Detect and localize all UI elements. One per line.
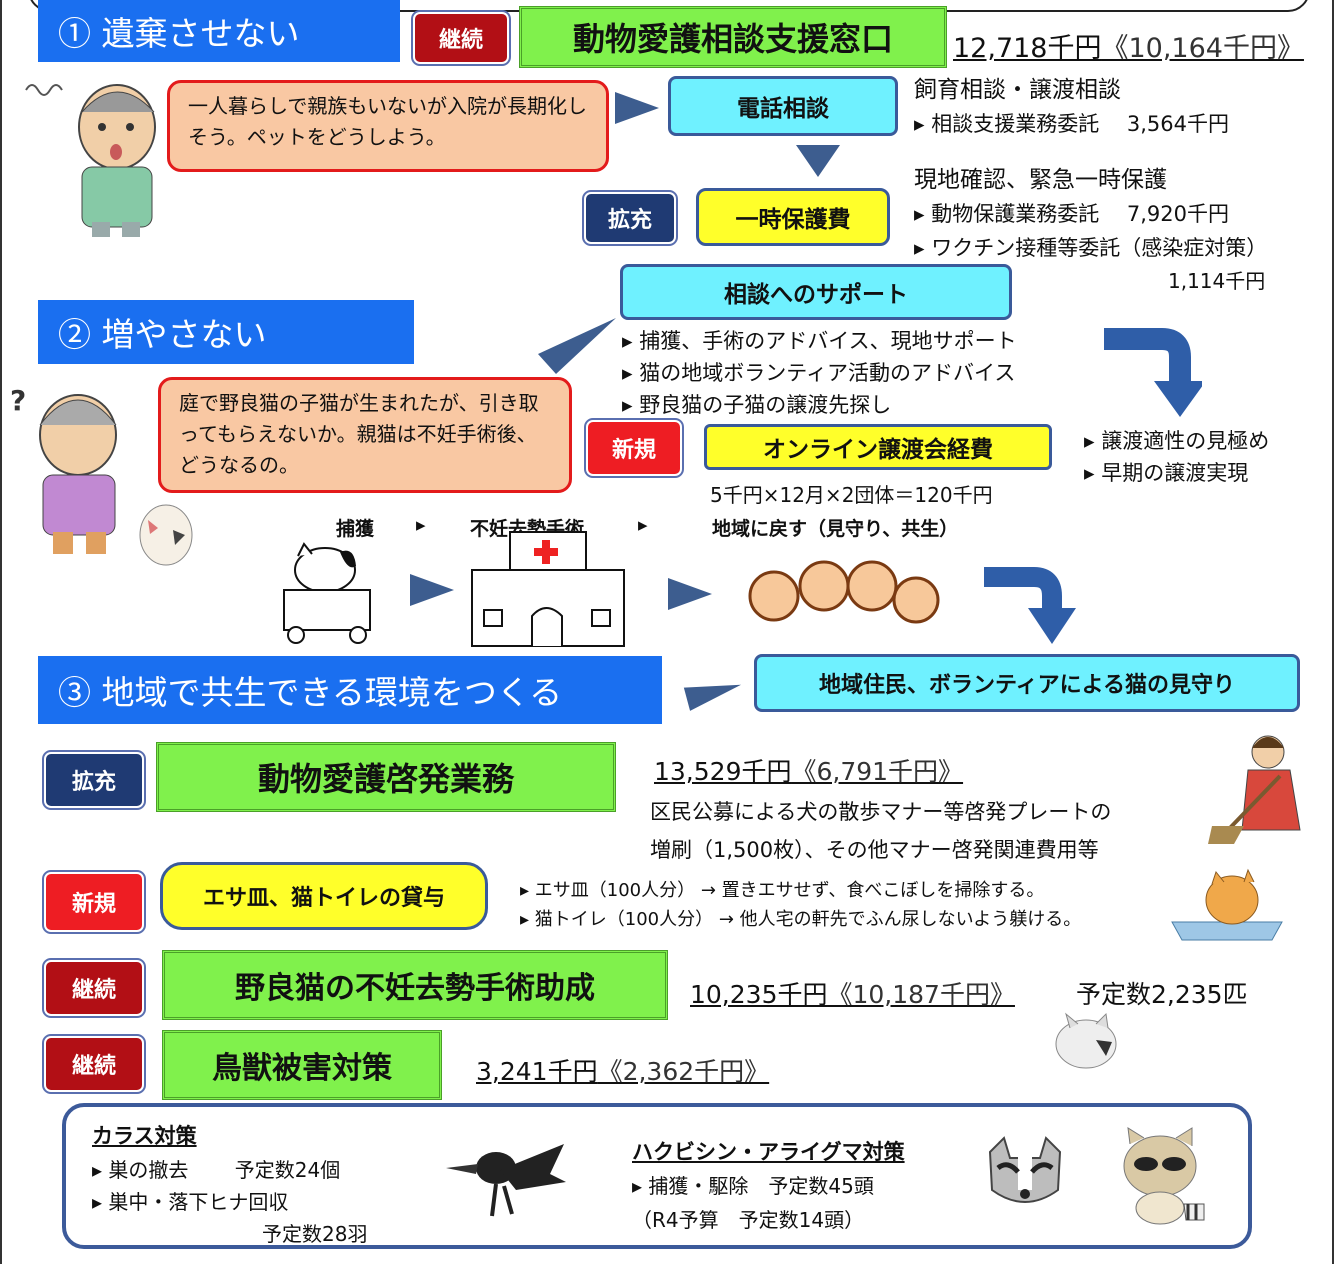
adoption-item: ▸ 早期の譲渡実現 xyxy=(1084,461,1249,485)
arrow-right-icon xyxy=(410,574,454,606)
education-amount: 13,529千円《6,791千円》 xyxy=(654,757,964,786)
right-border xyxy=(1332,0,1334,1264)
curved-arrow-down-icon xyxy=(1104,328,1202,417)
program-education: 動物愛護啓発業務 xyxy=(156,742,616,812)
support-item: ▸ 猫の地域ボランティア活動のアドバイス xyxy=(622,361,1016,385)
flow-capture: 捕獲 xyxy=(336,518,375,540)
shelter-item-1: ▸ 動物保護業務委託 7,920千円 xyxy=(914,202,1230,226)
speech-bubble-2: 庭で野良猫の子猫が生まれたが、引き取ってもらえないか。親猫は不妊手術後、どうなる… xyxy=(158,377,572,493)
shelter-item-2: ▸ ワクチン接種等委託（感染症対策） xyxy=(914,236,1268,260)
expand-badge: 拡充 xyxy=(582,190,678,246)
lending-box: エサ皿、猫トイレの貸与 xyxy=(160,862,488,930)
flow-return: 地域に戻す（見守り、共生） xyxy=(712,518,959,540)
consultation-amount: 12,718千円《10,164千円》 xyxy=(953,33,1304,64)
wildlife-detail-box xyxy=(62,1103,1252,1249)
arrow-down-icon xyxy=(796,145,840,177)
left-border xyxy=(0,0,2,1264)
continue-badge: 継続 xyxy=(42,1034,146,1094)
section2-title: ② 増やさない xyxy=(38,300,414,364)
cat-trap-icon xyxy=(283,542,371,644)
expand-badge: 拡充 xyxy=(42,750,146,810)
new-badge: 新規 xyxy=(42,870,146,934)
hakubi-item-1: ▸ 捕獲・駆除 予定数45頭 xyxy=(632,1174,874,1198)
flow-arrow-1: ▸ xyxy=(416,514,426,536)
new-badge: 新規 xyxy=(584,418,684,478)
support-item: ▸ 捕獲、手術のアドバイス、現地サポート xyxy=(622,329,1017,353)
adoption-list: ▸ 譲渡適性の見極め ▸ 早期の譲渡実現 xyxy=(1084,425,1269,489)
support-box: 相談へのサポート xyxy=(620,264,1012,320)
wildlife-amount: 3,241千円《2,362千円》 xyxy=(476,1057,770,1086)
raccoon-icon xyxy=(1123,1127,1205,1225)
section3-title: ③ 地域で共生できる環境をつくる xyxy=(38,656,662,724)
arrow-icon xyxy=(683,673,745,711)
spay-amount: 10,235千円《10,187千円》 xyxy=(690,980,1015,1009)
shelter-amount-2: 1,114千円 xyxy=(1168,269,1266,293)
svg-text:?: ? xyxy=(10,384,26,417)
crow-title: カラス対策 xyxy=(92,1124,197,1148)
flow-arrow-2: ▸ xyxy=(638,514,648,536)
education-desc-2: 増刷（1,500枚）、その他マナー啓発関連費用等 xyxy=(650,838,1099,862)
sweeping-woman-illustration xyxy=(1208,735,1301,844)
hospital-icon xyxy=(471,531,625,647)
spay-count: 予定数2,235匹 xyxy=(1076,980,1248,1009)
hakubi-item-2: （R4予算 予定数14頭） xyxy=(632,1208,865,1232)
continue-badge: 継続 xyxy=(411,10,511,66)
speech-bubble-1: 一人暮らしで親族もいないが入院が長期化しそう。ペットをどうしよう。 xyxy=(167,80,609,172)
community-watch-box: 地域住民、ボランティアによる猫の見守り xyxy=(754,654,1300,712)
people-faces-icon xyxy=(748,560,940,624)
support-list: ▸ 捕獲、手術のアドバイス、現地サポート ▸ 猫の地域ボランティア活動のアドバイ… xyxy=(622,325,1017,421)
elderly-woman-illustration: ? xyxy=(10,384,193,566)
section1-title: ① 遺棄させない xyxy=(38,0,400,62)
cat-icon xyxy=(1055,1012,1117,1069)
continue-badge: 継続 xyxy=(42,958,146,1018)
program-spay-neuter: 野良猫の不妊去勢手術助成 xyxy=(162,950,668,1020)
cat-litter-icon xyxy=(1171,868,1283,941)
lending-item-1: ▸ エサ皿（100人分） → 置きエサせず、食べこぼしを掃除する。 xyxy=(520,880,1045,901)
elderly-man-illustration xyxy=(25,84,156,237)
phone-desc-2: ▸ 相談支援業務委託 3,564千円 xyxy=(914,112,1230,136)
hakubi-title: ハクビシン・アライグマ対策 xyxy=(632,1140,905,1164)
support-item: ▸ 野良猫の子猫の譲渡先探し xyxy=(622,393,892,417)
curved-arrow-down-icon xyxy=(984,567,1076,644)
online-calc: 5千円×12月×2団体＝120千円 xyxy=(710,483,993,507)
temporary-protection-box: 一時保護費 xyxy=(696,188,890,246)
crow-item-1: ▸ 巣の撤去 予定数24個 xyxy=(92,1158,341,1182)
program-consultation-window: 動物愛護相談支援窓口 xyxy=(519,6,947,68)
crow-icon xyxy=(446,1144,566,1217)
education-desc-1: 区民公募による犬の散歩マナー等啓発プレートの xyxy=(650,800,1112,824)
phone-consultation-box: 電話相談 xyxy=(668,76,898,136)
arrow-right-icon xyxy=(615,92,659,124)
phone-desc-1: 飼育相談・譲渡相談 xyxy=(914,77,1121,103)
shelter-head: 現地確認、緊急一時保護 xyxy=(914,167,1167,193)
program-wildlife-damage: 鳥獣被害対策 xyxy=(162,1030,442,1100)
online-adoption-box: オンライン譲渡会経費 xyxy=(704,424,1052,470)
masked-palm-civet-icon xyxy=(988,1136,1062,1203)
crow-item-2: ▸ 巣中・落下ヒナ回収 xyxy=(92,1190,289,1214)
arrow-right-icon xyxy=(668,578,712,610)
adoption-item: ▸ 譲渡適性の見極め xyxy=(1084,429,1270,453)
lending-item-2: ▸ 猫トイレ（100人分） → 他人宅の軒先でふん尿しないよう躾ける。 xyxy=(520,909,1082,930)
arrow-diagonal-icon xyxy=(538,318,616,374)
crow-item-2-count: 予定数28羽 xyxy=(262,1222,368,1246)
